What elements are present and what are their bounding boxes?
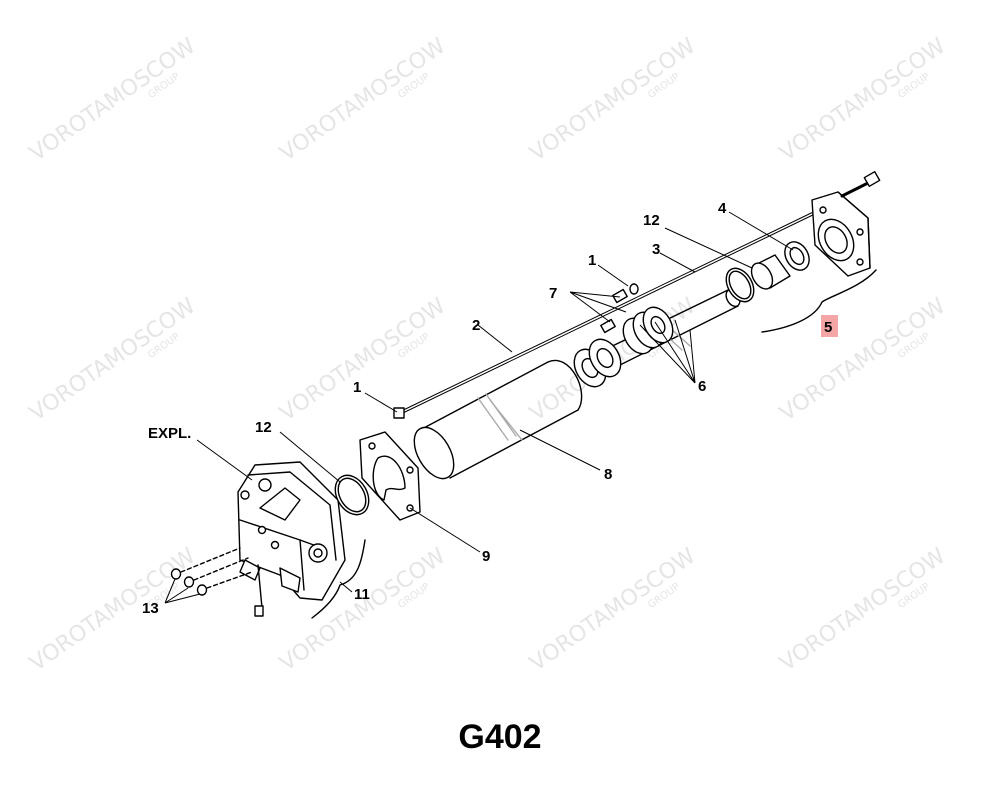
part-bushing: [750, 254, 791, 290]
part-2-tie-rod: [396, 212, 814, 416]
part-12-o-ring-right: [725, 267, 755, 303]
bracket-11: [311, 539, 366, 619]
label-2: 2: [472, 317, 480, 334]
watermark-text: VOROTAMOSCOW: [775, 33, 950, 166]
part-11-end-block: [237, 461, 346, 617]
part-bolt: [840, 170, 881, 198]
label-expl: EXPL.: [148, 425, 191, 442]
watermark-text: VOROTAMOSCOW: [275, 293, 450, 426]
part-12-o-ring-left: [334, 474, 370, 516]
watermark-text: VOROTAMOSCOW: [525, 543, 700, 676]
part-13-o-rings: [170, 547, 253, 596]
part-1-nut-lower: [393, 407, 405, 419]
label-1-lower: 1: [353, 379, 361, 396]
label-13: 13: [142, 600, 159, 617]
part-7-set-screw: [612, 288, 628, 304]
part-5-end-head: [811, 191, 871, 277]
watermark-text: VOROTAMOSCOW: [25, 293, 200, 426]
label-6: 6: [698, 378, 706, 395]
watermark-text: VOROTAMOSCOW: [275, 33, 450, 166]
label-11: 11: [354, 586, 370, 603]
label-12-right: 12: [643, 212, 660, 229]
highlight-5: [821, 315, 838, 337]
label-4: 4: [718, 200, 727, 217]
bracket-5: [761, 269, 877, 333]
part-7-set-screw: [600, 318, 616, 334]
watermark-layer: VOROTAMOSCOW GROUP VOROTAMOSCOW GROUP VO…: [25, 33, 950, 676]
part-8-cylinder-tube: [413, 359, 583, 480]
part-9-flange: [359, 431, 421, 521]
part-6-seals: [573, 306, 674, 388]
diagram-caption: G402: [458, 718, 542, 756]
label-3: 3: [652, 241, 660, 258]
label-1-upper: 1: [588, 252, 596, 269]
watermark-text: VOROTAMOSCOW: [775, 543, 950, 676]
label-8: 8: [604, 466, 612, 483]
watermark-text: VOROTAMOSCOW: [775, 293, 950, 426]
label-12-left: 12: [255, 419, 272, 436]
part-1-nut-upper: [629, 283, 639, 295]
watermark-text: VOROTAMOSCOW: [525, 33, 700, 166]
label-5: 5: [824, 319, 832, 336]
watermark-text: VOROTAMOSCOW: [25, 33, 200, 166]
leader-lines: [164, 211, 794, 604]
label-9: 9: [482, 548, 490, 565]
label-7: 7: [549, 285, 557, 302]
watermark-text: VOROTAMOSCOW: [25, 543, 200, 676]
